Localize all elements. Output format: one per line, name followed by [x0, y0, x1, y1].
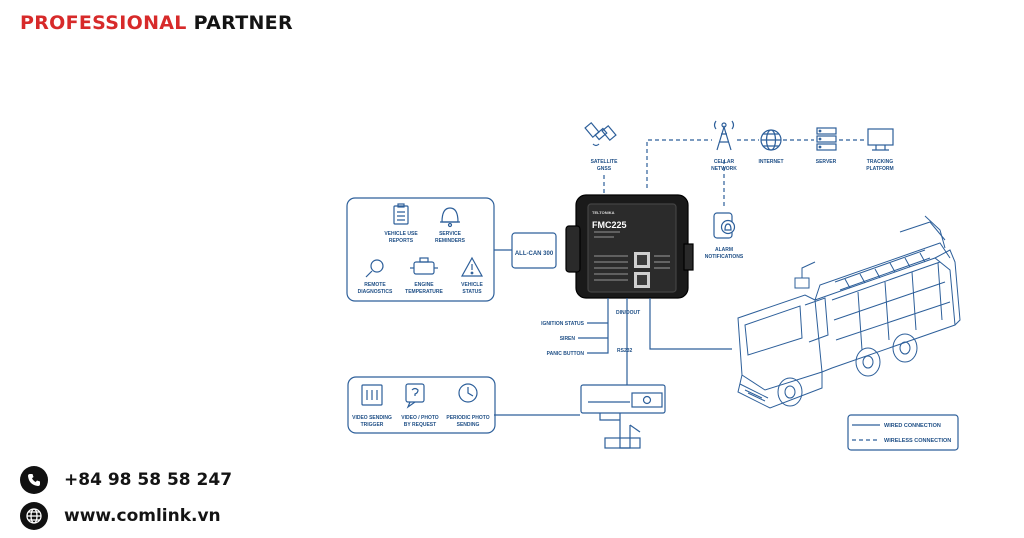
magnifier-icon	[365, 259, 384, 278]
dashcam-icon	[580, 384, 666, 449]
alarm-label-1: ALARM	[715, 247, 733, 253]
legend-wireless-label: WIRELESS CONNECTION	[884, 438, 951, 444]
feature-engine-1: ENGINE	[414, 282, 434, 288]
internet-label: INTERNET	[759, 159, 784, 165]
globe-icon	[20, 502, 48, 530]
feature-remote-1: REMOTE	[364, 282, 386, 288]
device-brand-label: TELTONIKA	[592, 210, 615, 215]
fmc225-device	[565, 194, 694, 299]
wired-links	[494, 298, 732, 416]
cell-tower-icon	[713, 120, 735, 151]
cellar-label-1: CELLAR	[714, 159, 735, 165]
feature-service-2: REMINDERS	[435, 238, 466, 244]
satellite-label-2: GNSS	[597, 166, 612, 172]
panic-label: PANIC BUTTON	[547, 351, 585, 357]
feature-service-1: SERVICE	[439, 231, 462, 237]
bell-icon	[440, 207, 460, 228]
server-icon	[816, 127, 837, 151]
website-contact: www.comlink.vn	[20, 502, 221, 530]
feature-status-1: VEHICLE	[461, 282, 483, 288]
feature-vehicle-use-2: REPORTS	[389, 238, 414, 244]
feature-engine-2: TEMPERATURE	[405, 289, 443, 295]
engine-icon	[410, 257, 438, 275]
clipboard-icon	[393, 203, 409, 225]
feature-video-request-2: BY REQUEST	[404, 422, 436, 428]
feature-periodic-2: SENDING	[457, 422, 480, 428]
feature-video-trigger-2: TRIGGER	[361, 422, 384, 428]
allcan-box	[511, 232, 557, 269]
wireless-links	[603, 139, 866, 207]
rs232-label: RS232	[617, 348, 633, 354]
video-trigger-icon	[361, 384, 383, 406]
satellite-label-1: SATELLITE	[591, 159, 619, 165]
feature-video-request-1: VIDEO / PHOTO	[401, 415, 439, 421]
features-bottom-box	[347, 376, 496, 434]
globe-icon	[760, 129, 782, 151]
legend-wired-label: WIRED CONNECTION	[884, 423, 941, 429]
allcan-label: ALL-CAN 300	[515, 251, 554, 257]
website-link[interactable]: www.comlink.vn	[64, 506, 221, 526]
monitor-icon	[867, 128, 894, 151]
siren-label: SIREN	[560, 336, 576, 342]
warning-icon	[460, 256, 484, 277]
tracking-label-1: TRACKING	[867, 159, 893, 165]
phone-icon	[20, 466, 48, 494]
satellite-icon	[584, 121, 617, 147]
alarm-phone-icon	[713, 212, 736, 239]
question-icon	[405, 383, 425, 409]
phone-number[interactable]: +84 98 58 58 247	[64, 470, 233, 490]
tracking-label-2: PLATFORM	[866, 166, 893, 172]
feature-video-trigger-1: VIDEO SENDING	[352, 415, 392, 421]
feature-vehicle-use-1: VEHICLE USE	[384, 231, 418, 237]
clock-icon	[458, 383, 478, 403]
brand-dark-text: PARTNER	[193, 12, 293, 34]
cellar-label-2: NETWORK	[711, 166, 737, 172]
alarm-label-2: NOTIFICATIONS	[705, 254, 744, 260]
brand-red-text: PROFESSIONAL	[20, 12, 187, 34]
ignition-label: IGNITION STATUS	[541, 321, 585, 327]
dindout-label: DIN/DOUT	[616, 310, 640, 316]
legend-box	[847, 414, 959, 451]
server-label: SERVER	[816, 159, 837, 165]
device-model-label: FMC225	[592, 220, 627, 230]
phone-contact: +84 98 58 58 247	[20, 466, 232, 494]
feature-periodic-1: PERIODIC PHOTO	[446, 415, 489, 421]
page-title: PROFESSIONAL PARTNER	[20, 12, 293, 34]
feature-remote-2: DIAGNOSTICS	[358, 289, 393, 295]
fire-truck-illustration	[737, 215, 961, 409]
feature-status-2: STATUS	[462, 289, 482, 295]
